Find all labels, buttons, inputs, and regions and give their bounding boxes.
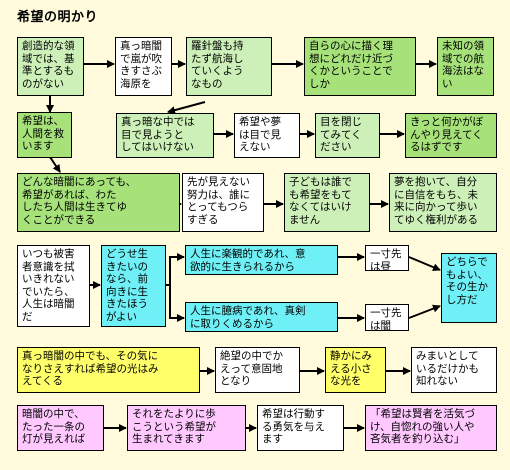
box-refusing-to-see: みまいとして いるだけかも 知れない	[411, 347, 497, 393]
box-something-visible: きっと何かがぼ んやり見えてく るはずです	[405, 113, 497, 158]
box-creative-field: 創造的な領 域では、基 準とするも のがない	[17, 37, 84, 96]
box-victim-mentality: いつも被害 者意識を拭 いきれない でいたら、 人生は暗闇 だ	[17, 245, 90, 327]
arrow	[408, 256, 441, 271]
box-stubborn-in-despair: 絶望の中でか えって意固地 となり	[215, 347, 300, 393]
box-dont-look-with-eyes: 真っ暗な中では 目で見ようと してはいけない	[116, 113, 214, 158]
box-hope-saves: 希望は、 人間を救 います	[17, 112, 72, 158]
box-close-eyes: 目を閉じ てみてく ださい	[315, 113, 380, 158]
box-single-light: 暗闇の中で、 たった一条の 灯が見えれば	[17, 405, 104, 451]
box-cautious-life: 人生に臆病であれ、真剣 に取りくめるから	[185, 302, 338, 332]
arrow	[167, 101, 206, 115]
box-ahead-is-day: 一寸先 は昼	[365, 245, 409, 271]
box-quote-hope: 「希望は賢者を活気づ け、自惚れの強い人や 吝気者を釣り込む」	[365, 405, 497, 451]
box-stormy-sea: 真っ暗闇 で嵐が吹 きすさぶ 海原を	[115, 37, 172, 96]
box-optimistic-life: 人生に楽観的であれ、意 欲的に生きられるから	[185, 245, 338, 275]
box-either-is-fine: どちらで もよい、 その生か し方だ	[441, 253, 497, 323]
box-ahead-is-dark: 一寸先 は闇	[365, 304, 409, 331]
box-courage-to-act: 希望は行動す る勇気を与え ます	[257, 405, 344, 451]
arrow	[169, 285, 185, 322]
box-children-hope: 子どもは誰で も希望をもて なくてはいけ ません	[284, 173, 370, 232]
box-light-of-hope: 真っ暗闇の中でも、その気に なりさえすれば希望の光はみ えてくる	[17, 347, 200, 393]
box-no-compass: 羅針盤も持 たず航海し ていくよう なもの	[186, 37, 272, 96]
box-effort-without-vision: 先が見えない 努力は、誰に とってもつら すぎる	[182, 173, 264, 232]
box-hope-to-walk: それをたよりに歩 こうという希望が 生まれてきます	[127, 405, 246, 451]
box-ideal-in-heart: 自らの心に描く理 想にどれだけ近づ くかということで しか	[304, 37, 416, 96]
box-live-positively: どうせ生 きたいの なら、前 向きに生 きたほう がよい	[101, 245, 166, 327]
box-unknown-domain: 未知の領 域での航 海法はな い	[437, 37, 494, 96]
arrow	[166, 253, 185, 286]
box-any-darkness: どんな暗闇にあっても、 希望があれば、わた したち人間は生きてゆ くことができる	[17, 173, 180, 232]
diagram-title: 希望の明かり	[17, 10, 99, 25]
box-hope-not-visible: 希望や夢 は目で見 えない	[234, 113, 300, 158]
box-small-light: 静かにみ える小さ な光を	[325, 347, 386, 393]
arrow	[408, 304, 441, 319]
box-right-to-dream: 夢を抱いて、自分 に自信をもち、未 来に向かって歩い てゆく権利がある	[389, 173, 497, 232]
